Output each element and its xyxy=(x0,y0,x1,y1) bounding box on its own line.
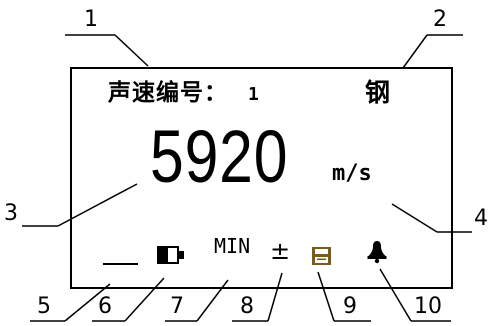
battery-icon xyxy=(157,246,179,264)
lcd-screen xyxy=(70,67,453,289)
sound-speed-number: 1 xyxy=(248,84,259,105)
leader-9-diagonal xyxy=(317,271,335,322)
callout-number-5: 5 xyxy=(37,294,51,319)
leader-1-diagonal xyxy=(114,34,149,67)
plus-minus-symbol: ± xyxy=(270,237,291,265)
callout-number-9: 9 xyxy=(343,294,357,319)
callout-number-10: 10 xyxy=(414,294,442,319)
battery-level-fill xyxy=(159,248,168,262)
battery-terminal xyxy=(179,251,184,259)
sound-speed-reading: 5920 xyxy=(150,115,289,198)
callout-number-7: 7 xyxy=(170,294,184,319)
leader-2-diagonal xyxy=(402,34,428,69)
callout-number-8: 8 xyxy=(240,294,254,319)
leader-10-diagonal xyxy=(379,268,412,322)
callout-number-4: 4 xyxy=(474,206,488,231)
material-label: 钢 xyxy=(365,78,391,107)
leader-5-diagonal xyxy=(64,283,111,322)
min-mode-label: MIN xyxy=(214,234,251,258)
callout-number-1: 1 xyxy=(84,7,98,32)
unit-label: m/s xyxy=(332,161,372,186)
sound-speed-label: 声速编号： xyxy=(108,80,228,106)
save-icon xyxy=(312,247,331,265)
callout-number-6: 6 xyxy=(98,294,112,319)
bell-icon xyxy=(367,241,387,264)
leader-8-diagonal xyxy=(267,272,283,322)
leader-6-diagonal xyxy=(124,277,165,322)
callout-number-3: 3 xyxy=(4,201,18,226)
leader-7-diagonal xyxy=(196,279,229,322)
dash-indicator xyxy=(103,263,138,265)
leader-4-diagonal xyxy=(391,203,438,233)
callout-number-2: 2 xyxy=(433,7,447,32)
